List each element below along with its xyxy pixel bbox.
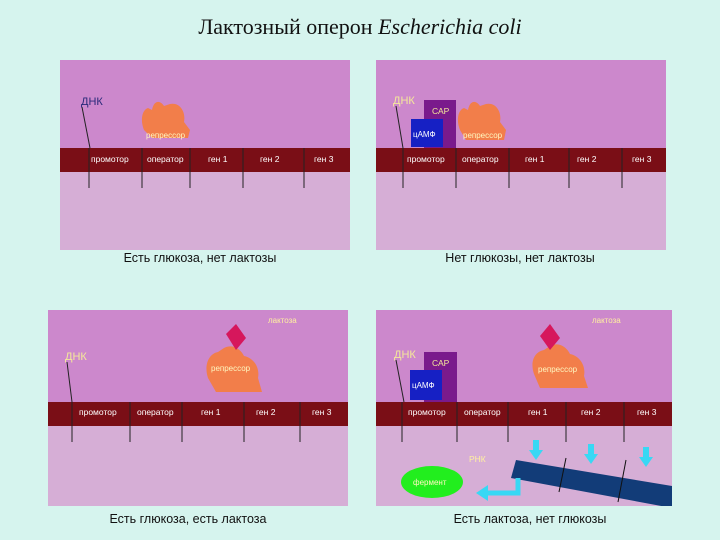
dna-pointer [395,359,405,403]
gene3-label: ген 3 [637,407,657,417]
translation-arrow [476,478,521,501]
operator-label: оператор [462,154,499,164]
promoter-label: промотор [408,407,446,417]
dna-label: ДНК [65,351,87,363]
camp-label: цАМФ [412,381,435,390]
repressor-protein [532,344,588,388]
panel1-diagram: ДНК репрессор промотор оператор ген 1 ге… [60,60,350,250]
panel-lactose-no-glucose: ДНК САР цАМФ репрессор лактоза промотор … [376,310,672,506]
camp-molecule [410,370,442,400]
lactose-molecule [540,324,560,350]
cap-label: САР [432,106,450,116]
dna-label: ДНК [393,95,415,107]
panel-glucose-and-lactose: ДНК репрессор лактоза промотор оператор … [48,310,348,506]
panel2-diagram: ДНК САР цАМФ репрессор промотор оператор… [376,60,666,250]
gene3-label: ген 3 [312,407,332,417]
rna-gene-divider [617,459,627,503]
dna-label: ДНК [394,349,416,361]
panel4-caption: Есть лактоза, нет глюкозы [453,512,607,526]
rna-gene-divider [558,457,567,493]
repressor-protein [206,346,262,392]
gene2-label: ген 2 [260,154,280,164]
gene1-label: ген 1 [528,407,548,417]
cap-label: САР [432,358,450,368]
panel3-caption: Есть глюкоза, есть лактоза [109,512,267,526]
repressor-label: репрессор [146,131,186,140]
repressor-label: репрессор [211,364,251,373]
repressor-protein [457,101,506,140]
gene1-label: ген 1 [525,154,545,164]
dna-strip [376,148,666,172]
operator-label: оператор [137,407,174,417]
dna-strip [60,148,350,172]
operator-label: оператор [464,407,501,417]
transcription-arrow [529,440,543,460]
panel-background-top [60,60,350,148]
lactose-molecule [226,324,246,350]
repressor-label: репрессор [538,365,578,374]
enzyme-label: фермент [413,478,447,487]
enzyme-blob [401,466,463,498]
camp-molecule [411,119,443,147]
promoter-label: промотор [407,154,445,164]
panel1-caption: Есть глюкоза, нет лактозы [123,251,277,265]
dna-pointer [66,361,73,403]
gene1-label: ген 1 [208,154,228,164]
transcription-arrow [584,444,598,464]
panel-no-glucose-no-lactose: ДНК САР цАМФ репрессор промотор оператор… [376,60,666,250]
panel-glucose-no-lactose: ДНК репрессор промотор оператор ген 1 ге… [60,60,350,250]
gene1-label: ген 1 [201,407,221,417]
panel4-diagram: ДНК САР цАМФ репрессор лактоза промотор … [376,310,672,506]
promoter-label: промотор [79,407,117,417]
transcription-arrow [639,447,653,467]
repressor-protein [141,101,190,138]
panel-background-top [48,310,348,402]
dna-pointer [395,105,404,149]
panel2-caption: Нет глюкозы, нет лактозы [445,251,595,265]
panel3-diagram: ДНК репрессор лактоза промотор оператор … [48,310,348,506]
dna-label: ДНК [81,96,103,108]
lactose-label: лактоза [268,316,297,325]
dna-strip [48,402,348,426]
gene3-label: ген 3 [314,154,334,164]
lactose-label: лактоза [592,316,621,325]
operator-label: оператор [147,154,184,164]
rna-strand [511,460,672,506]
dna-pointer [81,106,91,149]
title-species: Escherichia coli [378,14,522,39]
title-main: Лактозный оперон [198,14,373,39]
gene2-label: ген 2 [577,154,597,164]
rna-label: РНК [469,454,486,464]
page-title: Лактозный оперон Escherichia coli [0,14,720,40]
promoter-label: промотор [91,154,129,164]
gene2-label: ген 2 [581,407,601,417]
gene3-label: ген 3 [632,154,652,164]
gene2-label: ген 2 [256,407,276,417]
dna-strip [376,402,672,426]
repressor-label: репрессор [463,131,503,140]
camp-label: цАМФ [413,130,436,139]
